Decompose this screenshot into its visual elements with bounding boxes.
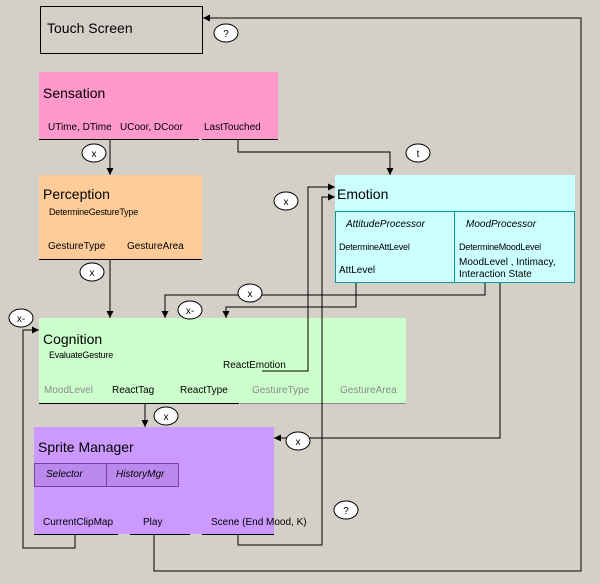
mood-method: DetermineMoodLevel <box>459 242 541 252</box>
perception-method: DetermineGestureType <box>49 207 139 217</box>
touch-screen-title: Touch Screen <box>47 20 133 36</box>
attitude-processor-title: AttitudeProcessor <box>346 219 425 230</box>
wire-reactemotion-to-emotion <box>262 183 335 372</box>
sensation-field-time-underline <box>39 139 199 140</box>
sprite-field-play-underline <box>130 534 190 535</box>
sensation-field-time: UTime, DTime <box>48 122 112 133</box>
wire-lasttouched-to-emotion <box>237 139 394 175</box>
attitude-field-attlevel: AttLevel <box>339 265 376 276</box>
mood-field-levels: MoodLevel , Intimacy, <box>459 257 556 268</box>
cognition-react-emotion: ReactEmotion <box>223 360 286 371</box>
cognition-field-gesturetype: GestureType <box>252 385 310 396</box>
cognition-node: Cognition EvaluateGesture ReactEmotion M… <box>39 318 406 403</box>
mood-processor-title: MoodProcessor <box>466 219 537 230</box>
sensation-node: Sensation UTime, DTime UCoor, DCoor Last… <box>39 72 278 139</box>
wire-sprite-to-touchscreen <box>153 14 582 572</box>
connector-x-mid <box>237 283 263 303</box>
perception-title: Perception <box>43 186 110 202</box>
sprite-field-scene: Scene (End Mood, K) <box>211 517 307 528</box>
wire-scene-to-emotion <box>237 193 335 546</box>
connector-q2 <box>333 500 359 520</box>
emotion-node: Emotion <box>335 175 575 283</box>
sensation-field-coor: UCoor, DCoor <box>120 122 183 133</box>
perception-underline <box>39 259 202 260</box>
sprite-manager-title: Sprite Manager <box>38 439 134 455</box>
sprite-selector-label: Selector <box>46 469 83 480</box>
cognition-field-reacttag: ReactTag <box>112 385 155 396</box>
connector-x-left-emotion <box>273 191 299 211</box>
perception-field-gesturearea: GestureArea <box>127 241 184 252</box>
sensation-field-lasttouched-underline <box>202 139 278 140</box>
cognition-method: EvaluateGesture <box>49 350 114 360</box>
cognition-underline-a <box>39 403 239 404</box>
sprite-manager-node: Sprite Manager Selector HistoryMgr Curre… <box>34 427 307 534</box>
connector-x-mood-sprite-label: x <box>296 437 301 448</box>
connector-x-minus-mid-label: x- <box>186 306 194 317</box>
cognition-underline-b <box>240 403 406 404</box>
sprite-field-currentclipmap: CurrentClipMap <box>43 517 114 528</box>
perception-node: Perception DetermineGestureType GestureT… <box>39 175 202 259</box>
connector-x-sens-perc-label: x <box>92 149 97 160</box>
emotion-title: Emotion <box>337 186 389 202</box>
perception-field-gesturetype: GestureType <box>48 241 106 252</box>
sensation-title: Sensation <box>43 85 106 101</box>
connector-x-minus-left <box>8 308 34 328</box>
connector-x-minus-left-label: x- <box>17 314 25 325</box>
wire-clipmap-to-cognition <box>22 326 76 549</box>
sprite-historymgr-label: HistoryMgr <box>116 469 165 480</box>
sprite-field-play: Play <box>143 517 163 528</box>
connector-x-mood-sprite <box>285 431 311 451</box>
cognition-title: Cognition <box>43 331 103 347</box>
mood-processor: MoodProcessor DetermineMoodLevel MoodLev… <box>454 211 575 283</box>
connector-q1 <box>213 23 239 43</box>
sensation-field-lasttouched: LastTouched <box>204 122 261 133</box>
connector-x-minus-mid <box>177 300 203 320</box>
cognition-field-moodlevel: MoodLevel <box>44 385 93 396</box>
attitude-method: DetermineAttLevel <box>339 242 410 252</box>
mood-field-state: Interaction State <box>459 269 532 280</box>
connector-x-perc-cog-label: x <box>90 268 95 279</box>
connector-q2-label: ? <box>343 506 349 517</box>
cognition-field-gesturearea: GestureArea <box>340 385 397 396</box>
connector-q1-label: ? <box>223 29 229 40</box>
cognition-field-reacttype: ReactType <box>180 385 228 396</box>
wire-mood-to-cognition <box>161 283 486 318</box>
touch-screen-node: Touch Screen <box>40 6 203 54</box>
connector-x-cog-sprite-label: x <box>164 412 169 423</box>
connector-x-perc-cog <box>79 262 105 282</box>
connector-x-sens-perc <box>81 143 107 163</box>
connector-x-left-emotion-label: x <box>284 197 289 208</box>
sprite-field-currentclipmap-underline <box>34 534 118 535</box>
connector-t <box>405 143 431 163</box>
connector-x-cog-sprite <box>153 406 179 426</box>
wire-mood-to-sprite <box>274 283 501 442</box>
connector-t-label: t <box>417 149 420 160</box>
sprite-historymgr: HistoryMgr <box>106 463 179 487</box>
connector-x-mid-label: x <box>248 289 253 300</box>
